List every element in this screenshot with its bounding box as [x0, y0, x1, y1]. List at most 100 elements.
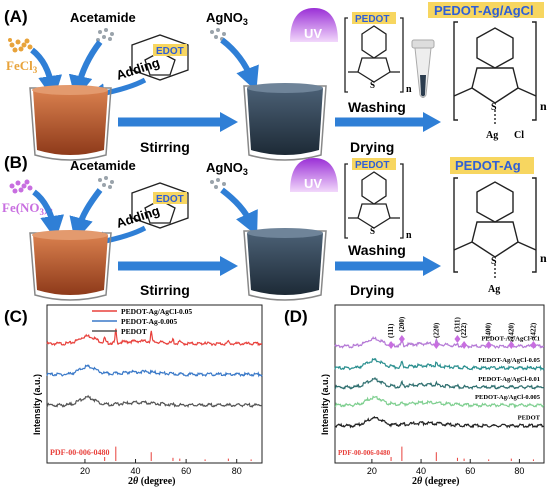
- n-subscript-a1: n: [406, 84, 412, 95]
- drying-text-b: Drying: [350, 282, 394, 298]
- series-label: PEDOT-Ag/AgCl-0.01: [478, 376, 540, 383]
- feno3-arrow: [32, 189, 65, 240]
- legend-entry: PEDOT: [121, 327, 147, 336]
- cl-text-a: Cl: [514, 130, 524, 141]
- series-line: [46, 394, 263, 408]
- edot-label-box-b: [153, 192, 187, 204]
- miller-marker: [485, 341, 492, 349]
- x-tick-label: 60: [465, 466, 475, 476]
- panel-b: (B) Fe(NO3)3 Acetamide EDOT Adding: [2, 153, 547, 301]
- miller-marker: [454, 335, 461, 343]
- sulfur-b2: S: [491, 256, 497, 267]
- acetamide-text-b: Acetamide: [70, 158, 136, 173]
- acetamide-arrow-a: [68, 40, 103, 100]
- agno3-arrow-a: [220, 37, 259, 92]
- washing-text-b: Washing: [348, 242, 406, 258]
- agno3-powder-icon: [210, 28, 226, 41]
- edot-text-a: EDOT: [156, 46, 184, 57]
- beaker-dark-b: [243, 228, 327, 301]
- miller-index-label: (222): [460, 322, 468, 338]
- pedot-structure-a: [344, 17, 404, 93]
- beaker-red-b: [29, 230, 112, 301]
- miller-marker: [398, 335, 405, 343]
- acetamide-powder-icon-b: [98, 176, 114, 189]
- product-text-a: PEDOT-Ag/AgCl: [434, 3, 534, 18]
- legend-entry: PEDOT-Ag/AgCl-0.05: [121, 307, 192, 316]
- chart-d-ylabel: Intensity (a.u.): [320, 374, 330, 435]
- uv-lamp-b: [290, 158, 338, 192]
- agno3-text-b: AgNO3: [206, 160, 248, 177]
- washing-text-a: Washing: [348, 99, 406, 115]
- chart-c-ylabel: Intensity (a.u.): [32, 374, 42, 435]
- n-subscript-b1: n: [406, 230, 412, 241]
- miller-index-label: (311): [453, 317, 461, 332]
- chart-c-frame: [46, 304, 263, 464]
- miller-index-label: (220): [432, 322, 440, 338]
- legend-entry: PEDOT-Ag-0.005: [121, 317, 177, 326]
- ag-text-a: Ag: [486, 130, 498, 141]
- xrd-chart-d: (D) Intensity (a.u.) 2θ (degree) 20 40 60 8…: [284, 304, 545, 487]
- product-text-b: PEDOT-Ag: [455, 158, 521, 173]
- miller-marker: [530, 341, 537, 349]
- uv-text-b: UV: [304, 176, 322, 191]
- fecl3-arrow: [30, 47, 63, 100]
- chart-d-ref-label: PDF-00-006-0480: [338, 449, 391, 457]
- miller-index-label: (422): [529, 322, 537, 338]
- miller-marker: [508, 341, 515, 349]
- sulfur-a1: S: [370, 80, 375, 90]
- series-line: [334, 415, 545, 429]
- x-tick-label: 20: [367, 466, 377, 476]
- beaker-red-a: [29, 85, 112, 161]
- series-line: [334, 395, 545, 409]
- stirring-text-a: Stirring: [140, 139, 190, 155]
- x-tick-label: 40: [416, 466, 426, 476]
- panel-b-label: (B): [4, 153, 28, 172]
- panel-d-label: (D): [284, 307, 308, 326]
- miller-marker: [388, 341, 395, 349]
- agno3-arrow-b: [220, 187, 258, 236]
- stirring-arrowhead-b: [220, 256, 238, 276]
- chart-c-xlabel: 2θ (degree): [128, 476, 176, 487]
- uv-lamp-a: [290, 8, 338, 42]
- chart-d-xlabel: 2θ (degree): [412, 476, 460, 487]
- product-structure-b: [453, 177, 537, 279]
- pedot-label-box-b: [352, 158, 396, 170]
- product-label-box-b: [450, 157, 534, 174]
- n-subscript-a2: n: [540, 99, 547, 113]
- miller-index-label: (111): [387, 323, 395, 338]
- agno3-powder-icon-b: [210, 178, 226, 189]
- miller-index-label: (200): [398, 316, 406, 332]
- drying-arrowhead-b: [423, 256, 441, 276]
- series-line: [334, 357, 545, 372]
- pedot-text-b: PEDOT: [355, 160, 389, 171]
- product-label-box-a: [428, 2, 544, 18]
- sulfur-b1: S: [370, 226, 375, 236]
- panel-a: (A) FeCl3 Acetamide EDOT Adding: [4, 2, 547, 161]
- tube-icon-a: [411, 39, 435, 98]
- acetamide-powder-icon: [96, 28, 114, 42]
- fecl3-text: FeCl3: [6, 58, 38, 75]
- chart-c-ref-label: PDF-00-006-0480: [50, 448, 110, 457]
- stirring-text-b: Stirring: [140, 282, 190, 298]
- drying-text-a: Drying: [350, 139, 394, 155]
- agno3-text-a: AgNO3: [206, 10, 248, 27]
- uv-text-a: UV: [304, 26, 322, 41]
- edot-text-b: EDOT: [156, 194, 184, 205]
- panel-a-label: (A): [4, 7, 28, 26]
- series-label: PEDOT-Ag/AgCl-0.005: [475, 394, 541, 401]
- sulfur-a2: S: [491, 102, 497, 113]
- chart-d-frame: [334, 304, 545, 464]
- ag-text-b: Ag: [488, 284, 500, 295]
- series-line: [334, 376, 545, 391]
- n-subscript-b2: n: [540, 251, 547, 265]
- miller-index-label: (400): [485, 322, 493, 338]
- x-tick-label: 80: [514, 466, 524, 476]
- pedot-text-a: PEDOT: [355, 14, 389, 25]
- miller-marker: [433, 341, 440, 349]
- panel-c-label: (C): [4, 307, 28, 326]
